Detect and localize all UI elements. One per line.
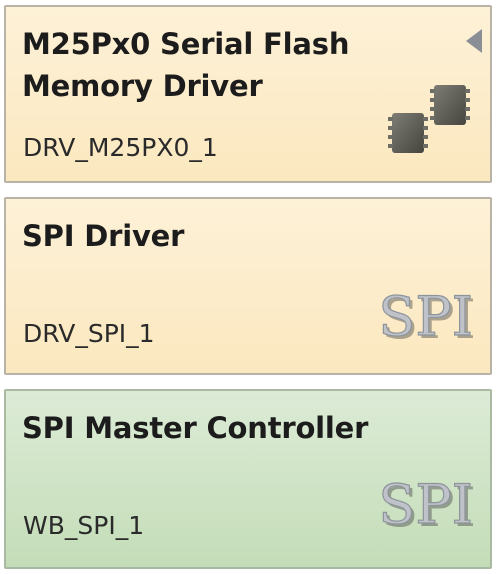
- component-title: SPI Master Controller: [22, 411, 369, 445]
- component-card-spi-driver[interactable]: SPI Driver SPI SPI DRV_SPI_1: [4, 197, 492, 375]
- spi-logo-shadow: SPI: [381, 476, 476, 535]
- instance-name: WB_SPI_1: [23, 511, 145, 540]
- spi-logo-shadow: SPI: [381, 288, 476, 347]
- expand-arrow-icon[interactable]: [466, 29, 482, 53]
- spi-logo-icon: SPI SPI: [378, 473, 476, 535]
- instance-name: DRV_M25PX0_1: [23, 133, 218, 162]
- component-title: M25Px0 Serial Flash Memory Driver: [22, 27, 350, 103]
- component-card-spi-master[interactable]: SPI Master Controller SPI SPI WB_SPI_1: [4, 389, 492, 569]
- component-card-m25px0[interactable]: M25Px0 Serial Flash Memory Driver: [4, 5, 492, 183]
- instance-name: DRV_SPI_1: [23, 319, 155, 348]
- spi-logo-text: SPI: [378, 285, 473, 347]
- chips-icon: [388, 85, 470, 153]
- component-title: SPI Driver: [22, 219, 185, 253]
- spi-logo-text: SPI: [378, 473, 473, 535]
- spi-logo-icon: SPI SPI: [378, 285, 476, 347]
